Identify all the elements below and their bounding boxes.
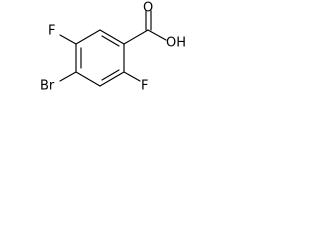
ring-bond-c6-c1	[75, 29, 101, 45]
bond-c5-bromine	[59, 71, 77, 82]
ring-double-bond-bottom-right	[101, 69, 120, 81]
bond-ring-to-carboxyl	[123, 29, 149, 45]
bromine-label: Br	[40, 79, 55, 94]
bond-c6-fluorine	[59, 34, 77, 45]
fluorine-bottom-label: F	[141, 79, 148, 94]
carbonyl-oxygen-label: O	[143, 1, 153, 16]
ring-bond-c1-c2	[99, 29, 125, 45]
structure-diagram: O OH F Br F	[0, 0, 205, 137]
ring-bond-c3-c4	[99, 71, 125, 87]
bond-carboxyl-oh	[147, 29, 167, 41]
hydroxyl-label: OH	[166, 36, 186, 51]
bond-c3-fluorine	[123, 71, 141, 82]
molecule-svg: O OH F Br F	[40, 1, 186, 94]
fluorine-top-label: F	[48, 24, 55, 39]
ring-double-bond-top-right	[101, 35, 120, 47]
ring-bond-c4-c5	[75, 71, 101, 87]
